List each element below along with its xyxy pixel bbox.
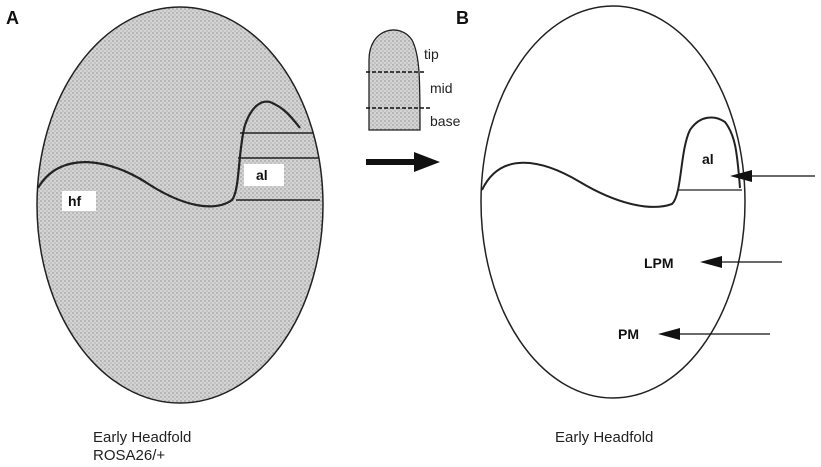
allantois-inset: tip mid base [366, 30, 461, 130]
panel-a-letter: A [6, 8, 19, 28]
panel-b-pm-label: PM [618, 326, 639, 342]
panel-a-allantois-label: al [256, 167, 268, 183]
inset-mid-label: mid [430, 80, 453, 96]
panel-a-caption: Early Headfold ROSA26/+ [93, 429, 191, 465]
panel-b-embryo: al [481, 6, 745, 398]
inset-base-label: base [430, 113, 461, 129]
panel-b-letter: B [456, 8, 469, 28]
panel-a-caption-line1: Early Headfold [93, 429, 191, 447]
panel-b-allantois-label: al [702, 151, 714, 167]
panel-b-caption: Early Headfold [555, 429, 653, 447]
inset-tip-label: tip [424, 46, 439, 62]
arrow-pm [658, 328, 770, 340]
panel-b-lpm-label: LPM [644, 255, 674, 271]
panel-a-embryo: hf al [37, 7, 323, 403]
panel-a-headfold-label: hf [68, 193, 82, 209]
panel-a-caption-line2: ROSA26/+ [93, 447, 191, 465]
transfer-arrow [366, 152, 440, 172]
